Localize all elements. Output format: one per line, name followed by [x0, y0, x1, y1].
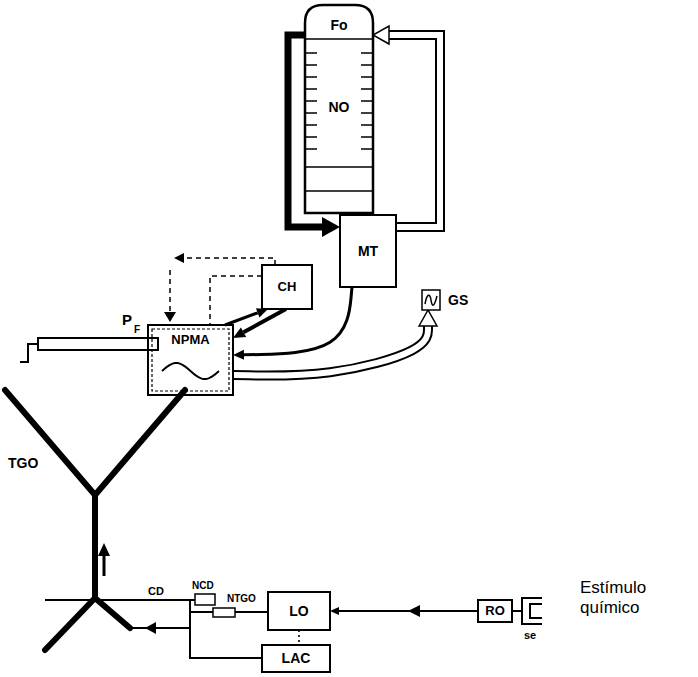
small-nucleus-box: NTGO [213, 608, 235, 617]
dashed-inner-outline [152, 329, 229, 391]
heading-label: NTGO [227, 591, 256, 607]
nucleus-box: NPMA [148, 325, 233, 395]
structure-name: NO [329, 99, 350, 115]
label-anchor: TGO [8, 455, 38, 471]
subscript-label: F [134, 322, 140, 338]
box-outline [262, 265, 312, 309]
heading-label: NCD [192, 578, 214, 594]
box-outline [340, 215, 396, 287]
pathway-connector [339, 611, 478, 612]
label-anchor: CD [148, 583, 164, 599]
box-outline [268, 592, 330, 630]
structure-name: RO [485, 603, 505, 619]
structure-name: NPMA [171, 332, 209, 348]
part-label: P [122, 312, 132, 328]
box-outline [213, 608, 235, 617]
pathway-connector [225, 313, 258, 325]
structure-name: LAC [282, 650, 311, 666]
box-outline [478, 600, 512, 622]
box-outline [422, 290, 440, 310]
structure-name: LO [289, 603, 308, 619]
pathway-connector [299, 630, 300, 645]
nucleus-box: MT [340, 215, 396, 287]
tract-line [5, 390, 185, 650]
dashed-line [169, 270, 171, 312]
connector-line [225, 313, 258, 325]
bulb-column: FoNO [305, 5, 373, 213]
connector-line [244, 309, 286, 332]
connector-outline [233, 326, 428, 376]
receptor-fork [512, 598, 542, 624]
heading-label: GS [448, 292, 468, 308]
dashed-line [184, 258, 275, 265]
small-nucleus-box: NCD [195, 594, 215, 605]
peduncle-bracket [20, 344, 38, 362]
oscillator-box: GS [422, 290, 440, 310]
dashed-line [210, 276, 262, 325]
pathway-connector [244, 309, 286, 332]
connector-line [389, 35, 440, 227]
flow-arrow-head [145, 622, 156, 634]
connector-outline [389, 35, 440, 227]
small-nucleus-box-outline [213, 608, 235, 617]
layer-lines [305, 39, 373, 191]
stimulus-label: Estímulo químico [580, 578, 680, 618]
flow-arrow-head [98, 543, 110, 556]
structure-name: CH [278, 279, 297, 295]
label-anchor: Estímulo químico [580, 578, 680, 618]
peduncle-bar [38, 338, 158, 350]
structure-name: Fo [330, 17, 347, 33]
nucleus-box: CH [262, 265, 312, 309]
dashed-arrow-head [174, 253, 184, 263]
heading-label: se [524, 627, 536, 643]
label-anchor: F [134, 322, 140, 338]
flow-arrow-shaft [103, 554, 106, 576]
oscillator-box-outline [422, 290, 440, 310]
fiber-line [45, 600, 268, 658]
structure-name: MT [358, 243, 378, 259]
sine-symbol [162, 363, 219, 379]
small-nucleus-box-outline [195, 594, 215, 605]
tract-label: TGO [8, 455, 38, 471]
box-outline [262, 645, 330, 672]
box-outline [195, 594, 215, 605]
connector-line [233, 326, 428, 376]
column-outline [305, 5, 373, 213]
box-outline [148, 325, 233, 395]
connector-line [298, 630, 300, 645]
pathway-connector [233, 326, 428, 376]
tract-label: CD [148, 583, 164, 599]
lobe-box: LO [268, 592, 330, 630]
pathway-connector [389, 35, 440, 227]
label-anchor: P [122, 312, 132, 328]
wave-symbol [425, 295, 437, 305]
dashed-arrow-head [164, 312, 176, 322]
lobe-box: LAC [262, 645, 330, 672]
connector-line [339, 610, 478, 612]
receptor-organ: ROse [478, 600, 512, 622]
